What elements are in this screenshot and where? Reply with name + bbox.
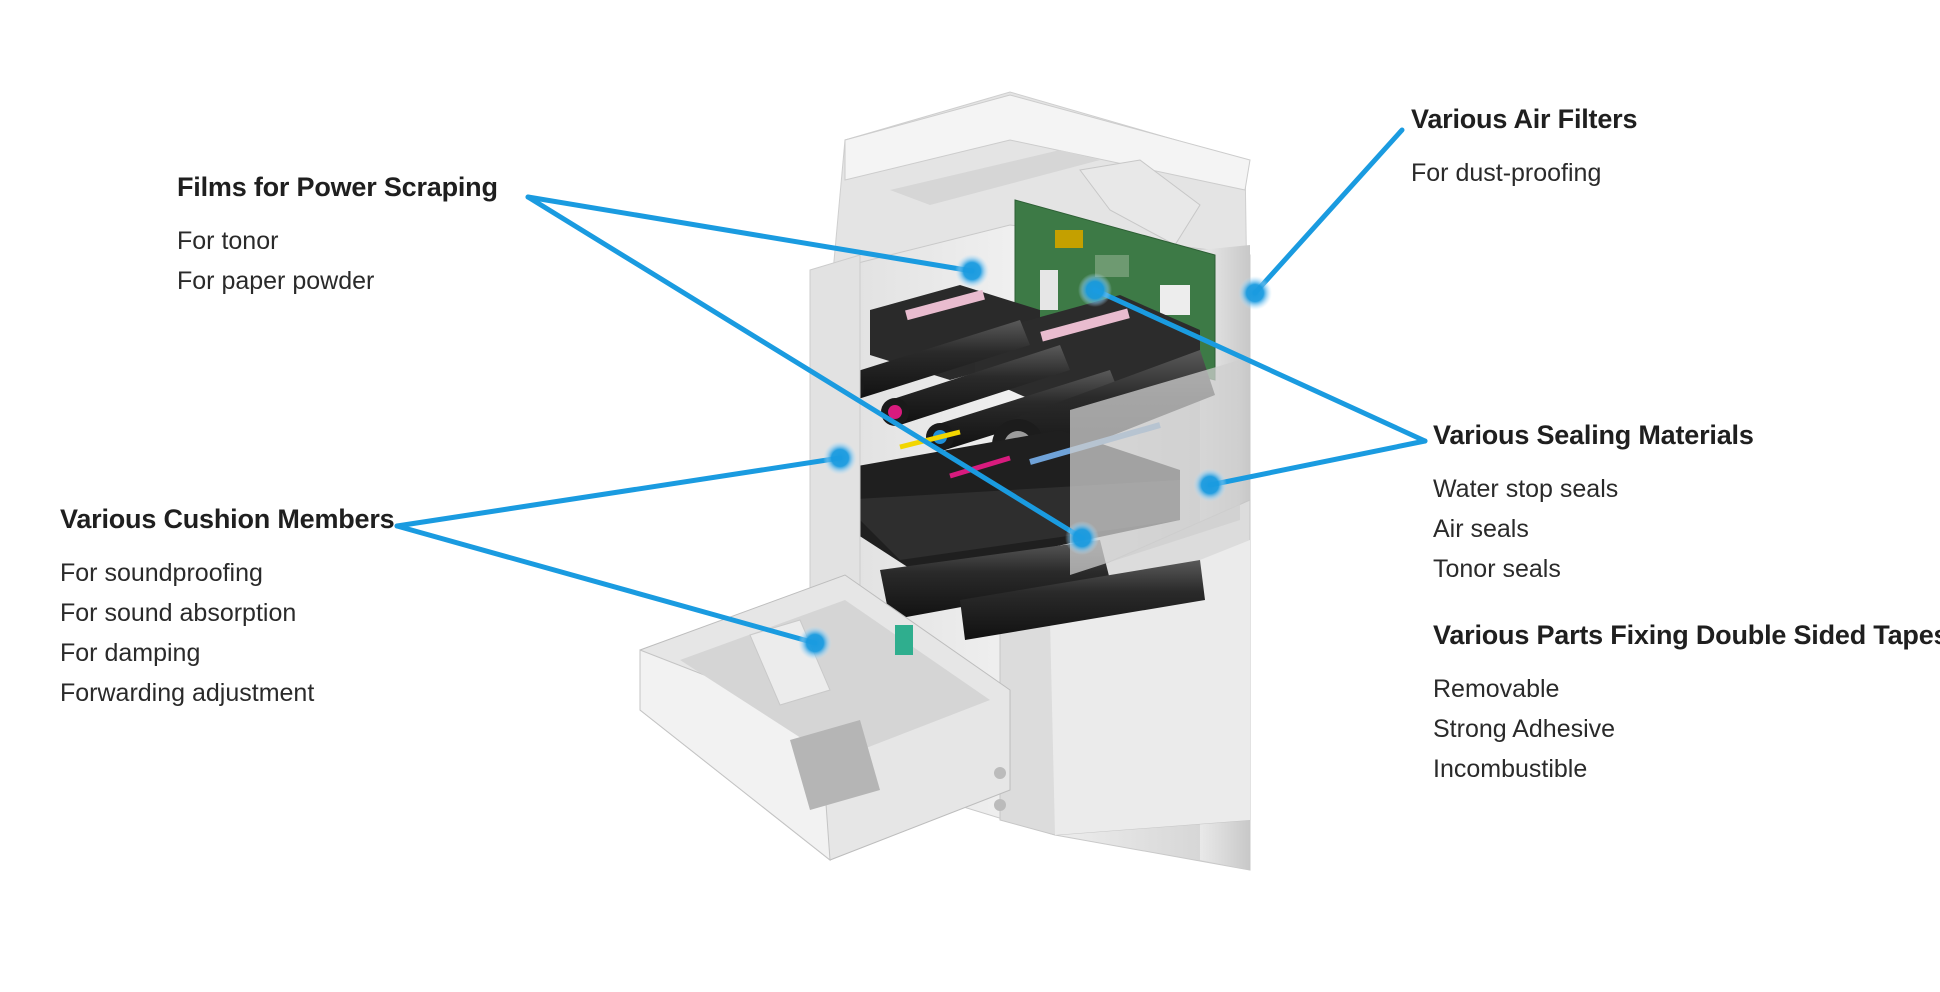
leader-cushion-upper: [394, 455, 843, 529]
marker-films-scraper: [955, 254, 989, 288]
leader-cushion-lower: [394, 523, 818, 646]
marker-cushion-upper: [823, 441, 857, 475]
transfer-unit: [835, 360, 1240, 640]
list-item: Water stop seals: [1433, 475, 1619, 503]
list-item: Forwarding adjustment: [60, 679, 315, 707]
callout-list: For dust-proofing: [1411, 153, 1637, 193]
marker-films-belt: [1065, 521, 1099, 555]
list-item: Air seals: [1433, 515, 1529, 543]
callout-title: Various Parts Fixing Double Sided Tapes: [1433, 620, 1940, 650]
callout-title: Various Sealing Materials: [1433, 420, 1754, 450]
leader-air-filters: [1252, 127, 1405, 296]
list-item: Removable: [1433, 675, 1560, 703]
list-item: For sound absorption: [60, 599, 297, 627]
leader-sealing-lower: [1207, 438, 1428, 488]
marker-sealing-side: [1193, 468, 1227, 502]
callout-list: For soundproofing For sound absorption F…: [60, 553, 394, 713]
callout-cushion-members: Various Cushion Members For soundproofin…: [60, 504, 395, 713]
list-item: For soundproofing: [60, 559, 263, 587]
callout-list: Removable Strong Adhesive Incombustible: [1433, 669, 1940, 789]
callout-air-filters: Various Air Filters For dust-proofing: [1411, 104, 1637, 193]
list-item: Strong Adhesive: [1433, 715, 1616, 743]
list-item: For tonor: [177, 227, 279, 255]
callout-list: Water stop seals Air seals Tonor seals: [1433, 469, 1754, 589]
callout-films-power-scraping: Films for Power Scraping For tonor For p…: [177, 172, 498, 301]
leader-films-upper: [525, 194, 975, 274]
callout-title: Films for Power Scraping: [177, 172, 498, 202]
marker-cushion-drawer: [798, 626, 832, 660]
list-item: For damping: [60, 639, 201, 667]
paper-drawer: [639, 574, 1011, 862]
marker-air-filter: [1238, 276, 1272, 310]
marker-sealing-board: [1078, 273, 1112, 307]
list-item: For paper powder: [177, 267, 375, 295]
list-item: Incombustible: [1433, 755, 1588, 783]
leader-films-lower: [525, 194, 1085, 541]
callout-list: For tonor For paper powder: [177, 221, 498, 301]
callout-double-sided-tapes: Various Parts Fixing Double Sided Tapes …: [1433, 620, 1940, 789]
callout-title: Various Cushion Members: [60, 504, 395, 534]
list-item: For dust-proofing: [1411, 159, 1602, 187]
callout-sealing-materials: Various Sealing Materials Water stop sea…: [1433, 420, 1754, 589]
callout-title: Various Air Filters: [1411, 104, 1638, 134]
leader-sealing-upper: [1092, 287, 1428, 444]
list-item: Tonor seals: [1433, 555, 1561, 583]
